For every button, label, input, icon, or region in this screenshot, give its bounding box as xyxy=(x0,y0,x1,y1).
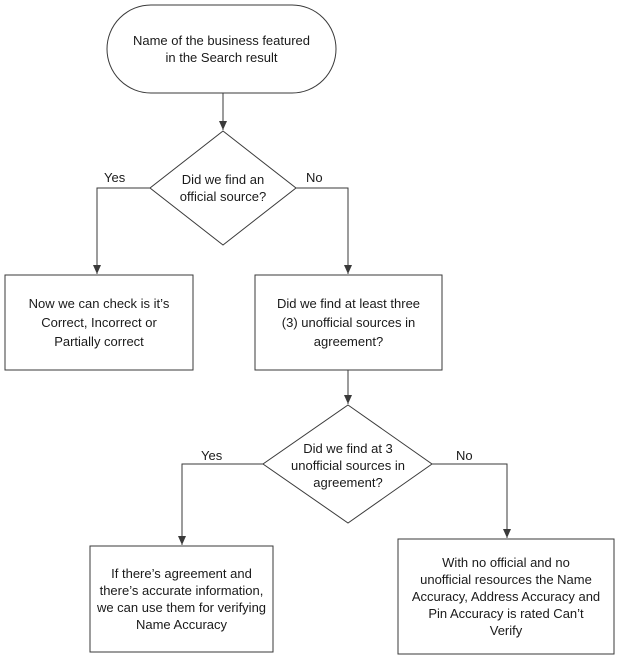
connector-decision2-yes xyxy=(178,463,263,545)
process-three-sources-label: Did we find at least three (3) unofficia… xyxy=(276,296,421,349)
result-agreement-box xyxy=(89,545,274,653)
connector-decision-no xyxy=(296,187,352,274)
connector-decision-yes xyxy=(93,187,150,274)
result-check-box xyxy=(4,274,194,371)
result-agreement-label: If there’s agreement and there’s accurat… xyxy=(96,566,267,632)
decision-three-no-label: No xyxy=(456,448,473,463)
decision-official-diamond xyxy=(149,130,297,246)
start-terminator xyxy=(106,4,337,94)
decision-three-yes-label: Yes xyxy=(201,448,223,463)
decision-three-label: Did we find at 3 unofficial sources in a… xyxy=(291,440,405,490)
decision-official-label: Did we find an official source? xyxy=(179,172,267,204)
process-three-sources-box xyxy=(254,274,443,371)
decision-official-no-label: No xyxy=(306,170,323,185)
start-label: Name of the business featured in the Sea… xyxy=(132,33,311,65)
result-cant-verify-label: With no official and no unofficial resou… xyxy=(411,555,601,638)
result-check-label: Now we can check is it’s Correct, Incorr… xyxy=(28,296,170,349)
decision-official-yes-label: Yes xyxy=(104,170,126,185)
connector-decision2-no xyxy=(432,463,511,538)
decision-three-diamond xyxy=(262,404,433,524)
result-cant-verify-box xyxy=(397,538,615,655)
